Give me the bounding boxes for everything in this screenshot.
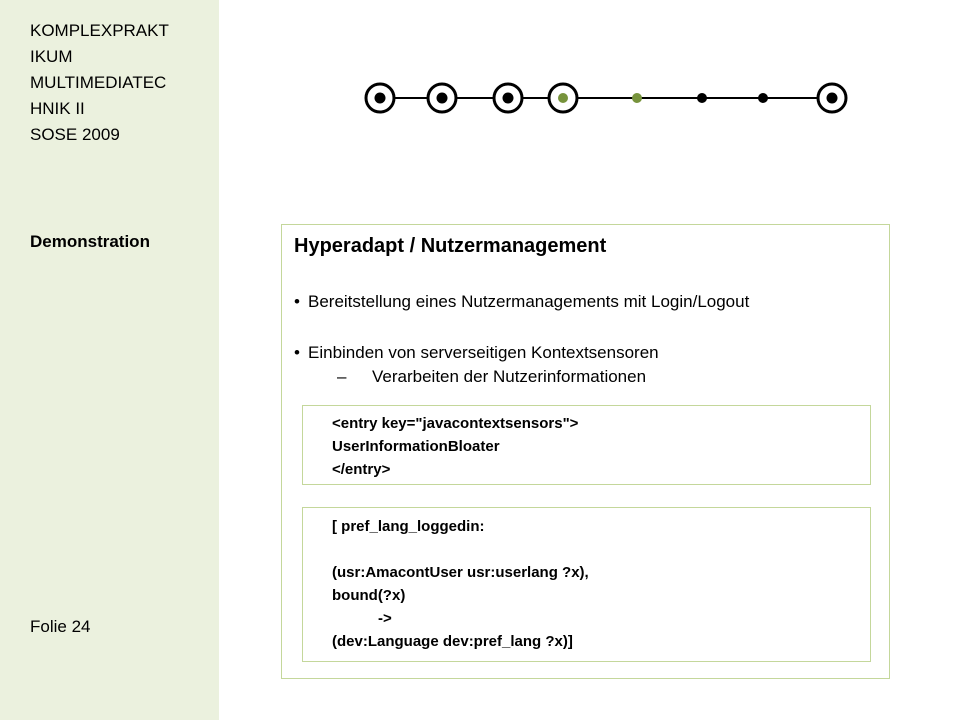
bullet-dot-icon: •	[294, 292, 300, 311]
slide-heading: Hyperadapt / Nutzermanagement	[294, 235, 607, 257]
progress-step-7[interactable]	[758, 93, 768, 103]
progress-indicator	[364, 82, 848, 114]
dash-icon: –	[337, 367, 347, 386]
progress-step-1[interactable]	[364, 82, 396, 114]
sub-bullet-item: – Verarbeiten der Nutzerinformationen	[337, 367, 646, 387]
code-line: [ pref_lang_loggedin:	[332, 518, 485, 535]
progress-step-6[interactable]	[697, 93, 707, 103]
progress-step-5[interactable]	[632, 93, 642, 103]
progress-step-2[interactable]	[426, 82, 458, 114]
bullet-text: Bereitstellung eines Nutzermanagements m…	[308, 292, 750, 311]
code-line: (usr:AmacontUser usr:userlang ?x),	[332, 564, 589, 581]
bullet-text: Einbinden von serverseitigen Kontextsens…	[308, 343, 659, 362]
content-frame: Hyperadapt / Nutzermanagement • Bereitste…	[281, 224, 890, 679]
progress-step-3[interactable]	[492, 82, 524, 114]
course-title: KOMPLEXPRAKT IKUM MULTIMEDIATEC HNIK II …	[30, 21, 169, 144]
progress-step-8[interactable]	[816, 82, 848, 114]
code-line: bound(?x)	[332, 587, 406, 604]
section-label: Demonstration	[30, 232, 150, 251]
bullet-item: • Einbinden von serverseitigen Kontextsen…	[294, 343, 659, 363]
code-line: <entry key="javacontextsensors">	[332, 415, 579, 432]
code-line: </entry>	[332, 461, 391, 478]
bullet-item: • Bereitstellung eines Nutzermanagements …	[294, 292, 749, 312]
code-line: ->	[378, 610, 392, 627]
sidebar: KOMPLEXPRAKT IKUM MULTIMEDIATEC HNIK II …	[0, 0, 219, 720]
config-code-box: <entry key="javacontextsensors"> UserInf…	[302, 405, 871, 485]
bullet-dot-icon: •	[294, 343, 300, 362]
progress-step-4-current[interactable]	[547, 82, 579, 114]
slide-number: Folie 24	[30, 617, 91, 636]
sub-bullet-text: Verarbeiten der Nutzerinformationen	[372, 367, 647, 386]
rule-code-box: [ pref_lang_loggedin: (usr:AmacontUser u…	[302, 507, 871, 662]
code-line: (dev:Language dev:pref_lang ?x)]	[332, 633, 573, 650]
code-line: UserInformationBloater	[332, 438, 500, 455]
